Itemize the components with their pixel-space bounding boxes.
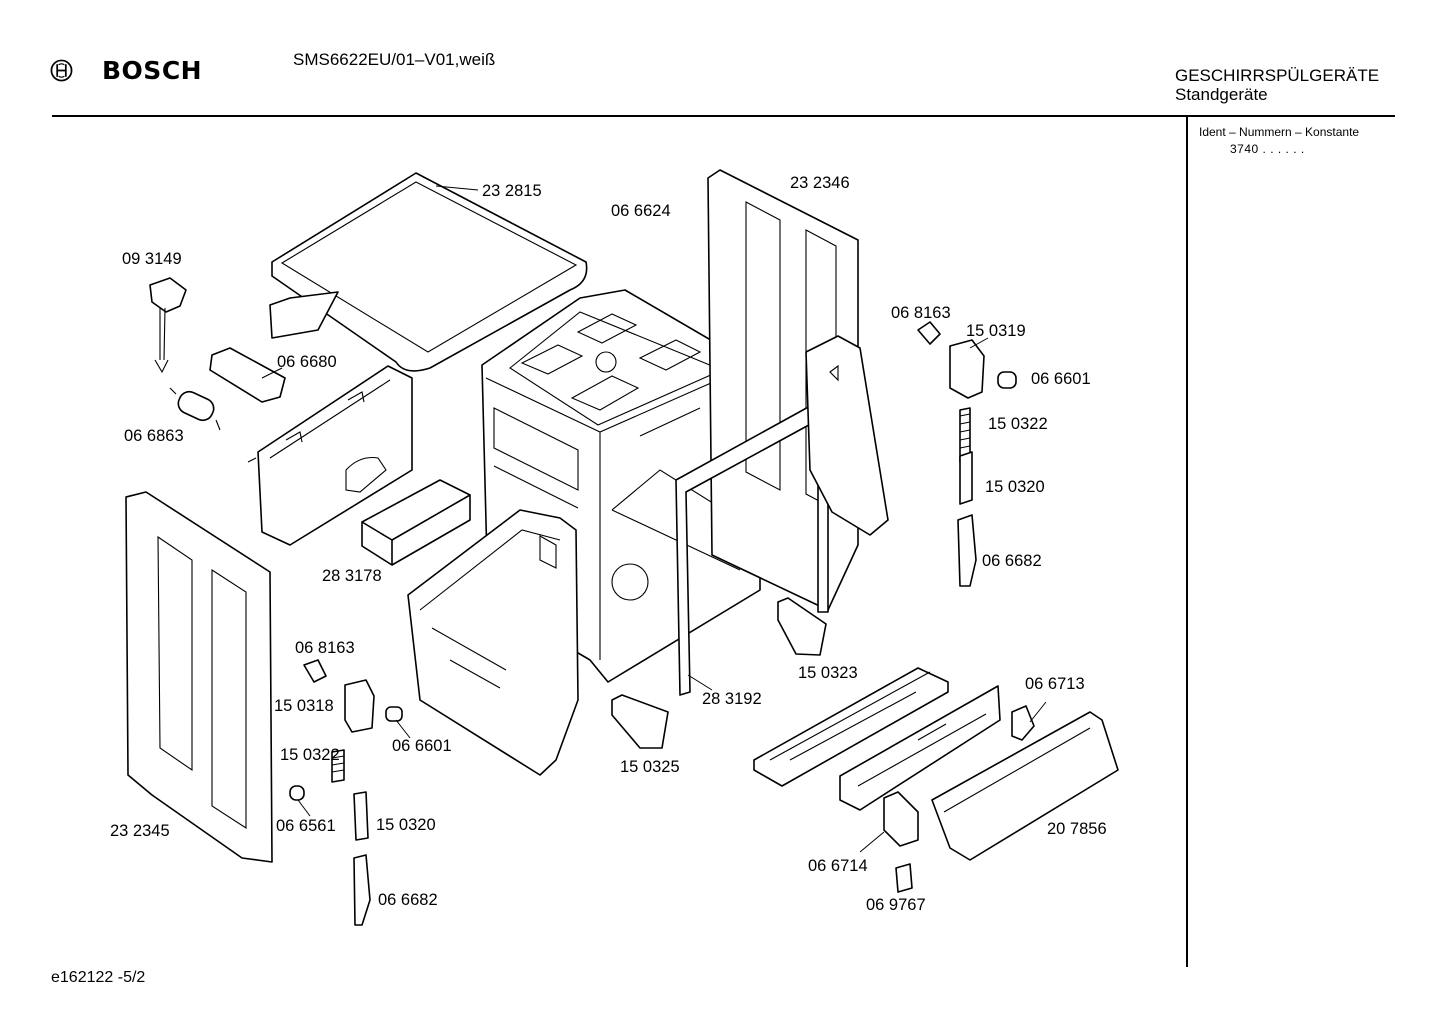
ident-label: Ident – Nummern – Konstante	[1199, 125, 1360, 139]
pin-part-2	[353, 791, 369, 841]
guide-wedge-part-2	[777, 597, 827, 656]
part-number-label: 06 6624	[611, 202, 671, 220]
screw-foot-part	[895, 863, 913, 893]
part-label-layer: 23 2815 23 2346 06 6624 09 3149 06 6680 06 68…	[110, 174, 1107, 914]
exploded-parts-diagram: 23 2815 23 2346 06 6624 09 3149 06 6680 06 68…	[110, 169, 1119, 926]
part-number-label: 15 0320	[985, 478, 1045, 496]
cover-bracket-part	[269, 291, 339, 339]
foot-bracket-part	[883, 791, 919, 847]
pin-part	[959, 451, 973, 505]
switch-part	[209, 347, 286, 403]
top-cover-part	[271, 172, 588, 372]
rod-part	[957, 514, 977, 587]
power-plug-part	[149, 277, 187, 374]
part-number-label: 06 6601	[392, 737, 452, 755]
hinge-part-2	[344, 679, 375, 733]
part-number-label: 06 6682	[982, 552, 1042, 570]
part-number-label: 06 6713	[1025, 675, 1085, 693]
category-subtitle: Standgeräte	[1175, 85, 1268, 104]
part-number-label: 15 0325	[620, 758, 680, 776]
part-number-label: 15 0318	[274, 697, 334, 715]
part-number-label: 23 2346	[790, 174, 850, 192]
part-number-label: 15 0322	[280, 746, 340, 764]
category-title: GESCHIRRSPÜLGERÄTE	[1175, 66, 1380, 85]
base-frame-part	[407, 509, 579, 776]
part-number-label: 06 9767	[866, 896, 926, 914]
header-divider	[52, 115, 1395, 117]
foot-part	[289, 785, 305, 801]
base-rail-parts	[753, 667, 1119, 861]
sidebar-divider	[1186, 117, 1188, 967]
model-number: SMS6622EU/01–V01,weiß	[293, 50, 496, 69]
support-bracket-part	[1011, 705, 1035, 741]
part-number-label: 15 0323	[798, 664, 858, 682]
part-number-label: 06 6680	[277, 353, 337, 371]
part-number-label: 06 6561	[276, 817, 336, 835]
control-box-part	[247, 365, 413, 546]
clip-part-2	[303, 659, 327, 683]
rod-part-2	[353, 854, 371, 926]
part-number-label: 09 3149	[122, 250, 182, 268]
part-number-label: 06 6682	[378, 891, 438, 909]
ident-value: 3740 . . . . . .	[1230, 142, 1305, 156]
hinge-plate-part	[805, 335, 889, 536]
left-side-panel-part	[125, 491, 273, 863]
insulation-block-part	[361, 479, 471, 566]
part-number-label: 20 7856	[1047, 820, 1107, 838]
clip-part	[917, 321, 941, 345]
bolt-part	[997, 371, 1017, 389]
part-number-label: 06 6714	[808, 857, 868, 875]
part-number-label: 28 3192	[702, 690, 762, 708]
part-number-label: 06 8163	[891, 304, 951, 322]
part-number-label: 28 3178	[322, 567, 382, 585]
capacitor-part	[169, 387, 221, 431]
part-number-label: 06 8163	[295, 639, 355, 657]
page-reference: e162122 -5/2	[51, 969, 146, 986]
part-number-label: 06 6863	[124, 427, 184, 445]
guide-wedge-part	[611, 694, 669, 749]
brand-name: BOSCH	[102, 56, 203, 85]
hinge-part	[949, 339, 985, 399]
part-number-label: 23 2815	[482, 182, 542, 200]
part-number-label: 15 0322	[988, 415, 1048, 433]
bolt-part-2	[385, 706, 403, 722]
part-number-label: 23 2345	[110, 822, 170, 840]
part-number-label: 15 0319	[966, 322, 1026, 340]
bosch-logo-icon	[50, 59, 73, 82]
part-number-label: 06 6601	[1031, 370, 1091, 388]
part-number-label: 15 0320	[376, 816, 436, 834]
